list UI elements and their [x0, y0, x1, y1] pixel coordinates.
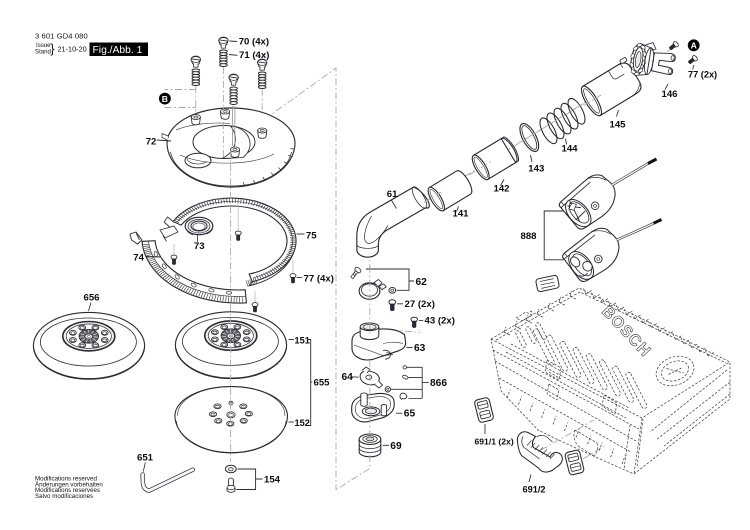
svg-text:Änderungen vorbehalten: Änderungen vorbehalten [35, 481, 103, 488]
svg-text:Modifications reservées: Modifications reservées [35, 487, 100, 494]
svg-text:3 601 GD4 080: 3 601 GD4 080 [35, 32, 88, 41]
svg-text:21-10-20: 21-10-20 [58, 45, 87, 54]
svg-text:146: 146 [662, 89, 678, 100]
svg-text:143: 143 [528, 164, 544, 175]
svg-text:Salvo modificaciones: Salvo modificaciones [35, 493, 93, 500]
svg-text:61: 61 [387, 189, 398, 200]
svg-text:74: 74 [133, 253, 144, 264]
svg-text:Issue: Issue [36, 42, 51, 49]
svg-text:70 (4x): 70 (4x) [239, 37, 269, 48]
svg-text:64: 64 [342, 372, 354, 383]
svg-text:75: 75 [306, 230, 317, 241]
svg-text:77 (4x): 77 (4x) [304, 273, 334, 284]
svg-text:655: 655 [314, 378, 331, 389]
svg-text:866: 866 [430, 378, 447, 389]
svg-text:142: 142 [494, 184, 510, 195]
svg-text:152: 152 [295, 418, 310, 428]
svg-text:691/1 (2x): 691/1 (2x) [475, 437, 514, 447]
svg-text:144: 144 [562, 144, 579, 155]
svg-text:43 (2x): 43 (2x) [425, 315, 455, 326]
svg-text:Fig./Abb. 1: Fig./Abb. 1 [93, 45, 143, 56]
svg-text:154: 154 [264, 474, 281, 485]
svg-text:141: 141 [453, 209, 470, 220]
svg-text:Stand: Stand [35, 49, 51, 56]
svg-text:73: 73 [194, 241, 205, 252]
svg-text:A: A [691, 41, 697, 51]
svg-text:62: 62 [416, 277, 428, 288]
svg-text:}: } [50, 41, 55, 56]
svg-text:Modifications reserved: Modifications reserved [35, 476, 97, 483]
svg-text:145: 145 [610, 119, 627, 130]
svg-text:656: 656 [84, 292, 100, 303]
svg-text:72: 72 [146, 136, 157, 147]
svg-text:77 (2x): 77 (2x) [688, 70, 717, 80]
svg-text:151: 151 [295, 335, 310, 345]
svg-text:651: 651 [137, 452, 154, 463]
svg-text:63: 63 [414, 343, 426, 354]
svg-text:69: 69 [390, 441, 402, 452]
svg-text:B: B [162, 94, 168, 104]
svg-text:27 (2x): 27 (2x) [405, 299, 435, 310]
svg-text:888: 888 [521, 231, 538, 242]
svg-text:691/2: 691/2 [523, 484, 546, 494]
svg-text:71 (4x): 71 (4x) [239, 50, 269, 61]
svg-text:65: 65 [404, 409, 416, 420]
